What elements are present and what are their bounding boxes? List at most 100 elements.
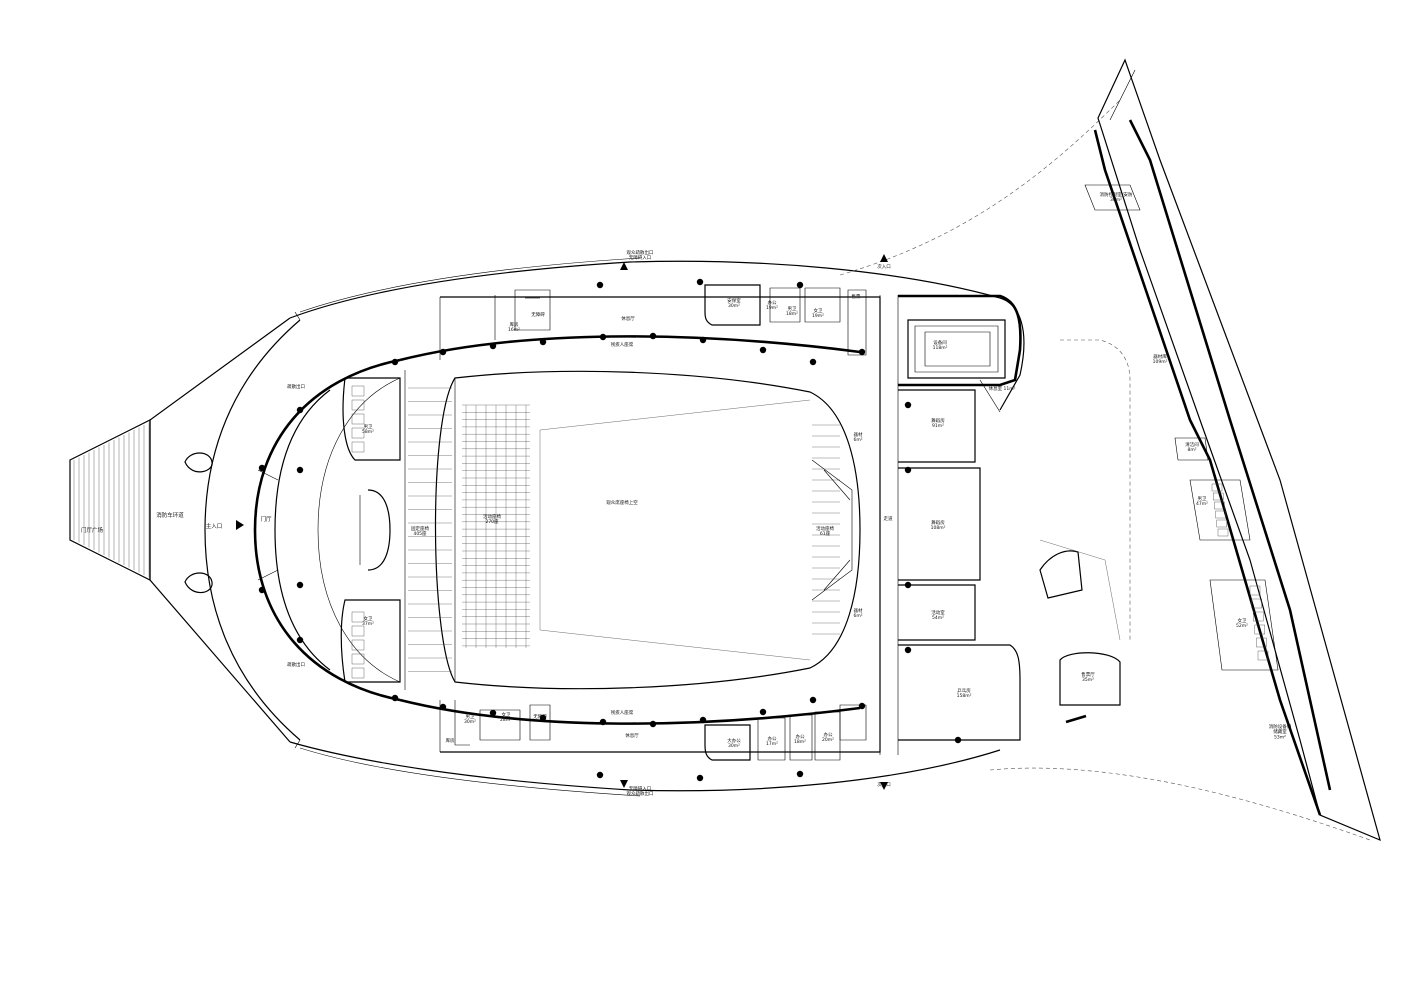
column	[296, 466, 304, 474]
label-passage-n: 残疾人座席	[611, 341, 634, 348]
column	[759, 346, 767, 354]
column	[296, 636, 304, 644]
label-gate-s: 无障碍入口观众疏散出口	[627, 785, 654, 797]
column	[696, 278, 704, 286]
column	[904, 646, 912, 654]
label-side-entry-n: 次入口	[877, 263, 891, 270]
column	[699, 336, 707, 344]
structural-columns	[258, 278, 962, 782]
label-passage-s: 残疾人座席	[611, 709, 634, 716]
east-wing	[879, 294, 1121, 755]
label-fire-lane: 消防车环道	[156, 511, 184, 519]
label-plaza: 门厅广场	[81, 526, 104, 534]
column	[296, 406, 304, 414]
auditorium	[359, 370, 861, 690]
toilet-stall	[1252, 611, 1264, 622]
toilet-stall	[1256, 637, 1267, 648]
toilet-stall	[1211, 483, 1223, 492]
north-rooms	[494, 284, 867, 356]
column	[649, 332, 657, 340]
toilet-stall	[1249, 585, 1261, 596]
toilet-stall	[351, 667, 365, 679]
building-shell	[204, 296, 881, 753]
entrance-plaza	[69, 419, 151, 581]
entrance-markers	[236, 254, 888, 790]
column	[858, 702, 866, 710]
column	[796, 770, 804, 778]
column	[599, 718, 607, 726]
toilet-stall	[351, 427, 365, 439]
column	[296, 581, 304, 589]
label-evac-exit-n: 疏散出口	[287, 383, 305, 390]
far-east-wing	[1084, 58, 1381, 842]
label-control-n: 售票	[852, 293, 861, 300]
label-room-n-left2: 无障碍	[531, 311, 545, 318]
toilet-stall	[351, 441, 365, 453]
label-evac-exit-s: 疏散出口	[287, 661, 305, 668]
toilet-stall	[1217, 528, 1229, 537]
toilet-stall	[1254, 624, 1266, 635]
label-gate-n: 观众疏散出口无障碍入口	[627, 249, 654, 261]
label-rest-room: 休息室 11m²	[989, 385, 1016, 392]
lobby-planters	[184, 452, 279, 594]
column	[759, 708, 767, 716]
column	[809, 358, 817, 366]
column	[258, 464, 266, 472]
label-lounge-n: 休息厅	[621, 315, 635, 322]
column	[258, 586, 266, 594]
label-room-s-left2: 无障碍	[533, 713, 547, 720]
column	[489, 342, 497, 350]
label-lounge-s: 休息厅	[625, 732, 639, 739]
column	[596, 281, 604, 289]
toilet-stall	[351, 413, 365, 425]
column	[391, 358, 399, 366]
toilet-stall	[1257, 650, 1269, 661]
column	[699, 716, 707, 724]
toilet-stall	[351, 625, 365, 637]
column	[696, 774, 704, 782]
column	[599, 333, 607, 341]
toilet-stall	[1251, 598, 1262, 609]
column	[796, 281, 804, 289]
column	[439, 348, 447, 356]
column	[489, 709, 497, 717]
toilet-stall	[351, 385, 365, 397]
column	[649, 720, 657, 728]
column	[539, 714, 547, 722]
label-main-entrance: 主入口	[206, 522, 223, 530]
toilet-stall	[1214, 501, 1225, 510]
site-outline	[149, 99, 1371, 841]
label-lobby: 门厅	[260, 515, 272, 523]
column	[439, 703, 447, 711]
toilet-stall	[351, 399, 365, 411]
label-arena: 观众席座椅上空	[606, 499, 638, 506]
toilet-stall	[351, 653, 365, 665]
